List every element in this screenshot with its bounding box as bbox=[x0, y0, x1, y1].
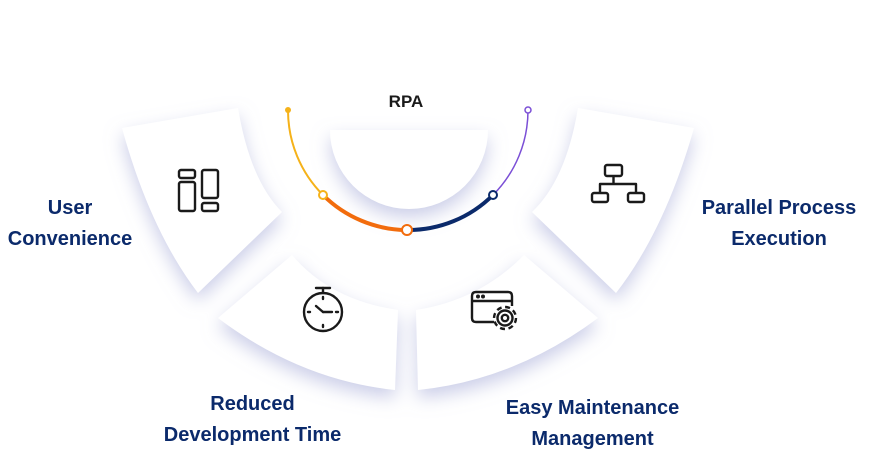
arc-node-3 bbox=[488, 190, 498, 200]
stopwatch-icon bbox=[302, 286, 344, 333]
rpa-title: RPA bbox=[388, 92, 424, 111]
arc-node-2 bbox=[401, 224, 413, 236]
sitemap-icon bbox=[590, 163, 646, 204]
easy-maintenance-label: Easy Maintenance Management bbox=[490, 393, 695, 455]
arc-orange bbox=[321, 193, 408, 232]
label-line: Development Time bbox=[163, 424, 342, 446]
label-line: User bbox=[47, 197, 93, 219]
arc-navy bbox=[406, 193, 495, 233]
label-line: Reduced bbox=[210, 393, 295, 415]
label-line: Easy Maintenance bbox=[505, 397, 680, 419]
segment-parallel bbox=[532, 108, 694, 293]
user-convenience-label: User Convenience bbox=[0, 193, 140, 255]
center-hub bbox=[330, 130, 488, 209]
arc-purple bbox=[492, 109, 529, 196]
label-line: Management bbox=[531, 428, 654, 450]
segment-easy bbox=[416, 255, 598, 390]
arc-node-start bbox=[285, 107, 291, 113]
reduced-development-time-label: Reduced Development Time bbox=[150, 389, 355, 451]
parallel-process-execution-label: Parallel Process Execution bbox=[689, 193, 869, 255]
label-line: Convenience bbox=[7, 228, 133, 250]
arc-node-end bbox=[524, 106, 532, 114]
browser-gear-icon bbox=[470, 290, 518, 331]
layout-panels-icon bbox=[177, 168, 220, 213]
segment-user bbox=[122, 108, 282, 293]
arc-node-1 bbox=[318, 190, 328, 200]
label-line: Parallel Process bbox=[701, 197, 857, 219]
label-line: Execution bbox=[731, 228, 827, 250]
arc-yellow bbox=[286, 109, 324, 196]
